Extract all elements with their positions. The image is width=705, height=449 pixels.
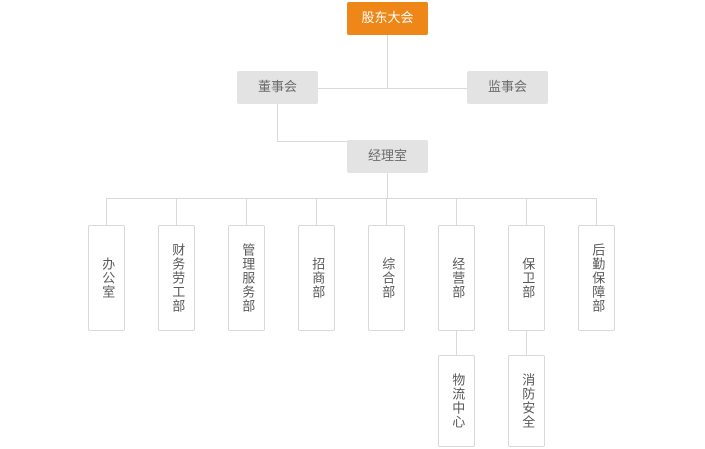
node-shareholders-meeting[interactable]: 股东大会 — [347, 2, 428, 35]
connector-drop-logistics-center — [456, 331, 457, 355]
connector-drop-logistics-support — [596, 198, 597, 225]
connector-level2-bus — [277, 88, 508, 89]
node-shareholders-meeting-label: 股东大会 — [361, 10, 414, 26]
node-investment-promotion-label: 招商部 — [309, 257, 325, 299]
node-logistics-support[interactable]: 后勤保障部 — [578, 225, 615, 331]
node-managers-office-label: 经理室 — [367, 148, 407, 164]
node-fire-safety[interactable]: 消防安全 — [508, 355, 545, 447]
node-management-service-label: 管理服务部 — [239, 243, 255, 313]
node-logistics-support-label: 后勤保障部 — [589, 243, 605, 313]
node-logistics-center[interactable]: 物流中心 — [438, 355, 475, 447]
node-security-label: 保卫部 — [519, 257, 535, 299]
connector-drop-general — [386, 198, 387, 225]
connector-board-to-managers — [277, 141, 388, 142]
connector-managers-down — [387, 173, 388, 199]
connector-drop-finance — [176, 198, 177, 225]
node-operations-label: 经营部 — [449, 257, 465, 299]
connector-drop-fire-safety — [526, 331, 527, 355]
node-finance-labor-label: 财务劳工部 — [169, 243, 185, 313]
node-management-service[interactable]: 管理服务部 — [228, 225, 265, 331]
node-investment-promotion[interactable]: 招商部 — [298, 225, 335, 331]
connector-drop-management — [246, 198, 247, 225]
node-board-of-directors-label: 董事会 — [257, 79, 297, 95]
connector-board-down — [277, 88, 278, 142]
node-board-of-supervisors-label: 监事会 — [487, 79, 527, 95]
node-fire-safety-label: 消防安全 — [519, 373, 535, 429]
connector-drop-security — [526, 198, 527, 225]
node-board-of-directors[interactable]: 董事会 — [237, 71, 318, 104]
node-office-label: 办公室 — [99, 257, 115, 299]
node-general-affairs[interactable]: 综合部 — [368, 225, 405, 331]
connector-drop-investment — [316, 198, 317, 225]
node-board-of-supervisors[interactable]: 监事会 — [467, 71, 548, 104]
connector-shareholders-down — [387, 35, 388, 88]
node-logistics-center-label: 物流中心 — [449, 373, 465, 429]
connector-drop-operations — [456, 198, 457, 225]
node-operations[interactable]: 经营部 — [438, 225, 475, 331]
connector-dept-bus — [106, 198, 597, 199]
node-security[interactable]: 保卫部 — [508, 225, 545, 331]
node-finance-labor[interactable]: 财务劳工部 — [158, 225, 195, 331]
connector-drop-office — [106, 198, 107, 225]
node-managers-office[interactable]: 经理室 — [347, 140, 428, 173]
node-office[interactable]: 办公室 — [88, 225, 125, 331]
node-general-affairs-label: 综合部 — [379, 257, 395, 299]
